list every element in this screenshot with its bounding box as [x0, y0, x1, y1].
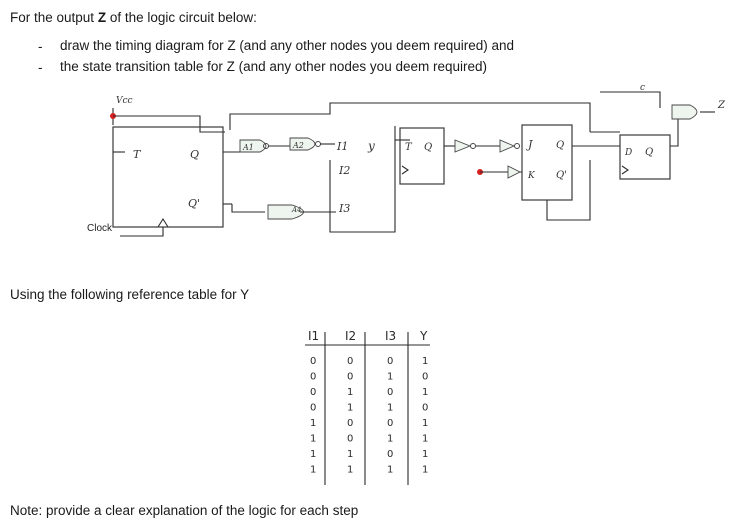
table-cell: 1: [347, 403, 353, 414]
bullet-item-1: draw the timing diagram for Z (and any o…: [60, 38, 514, 53]
ff1-q-label: Q: [190, 148, 199, 161]
wire-ff4-out: [670, 118, 679, 147]
ff4-clock-tri: [621, 165, 629, 175]
reference-heading: Using the following reference table for …: [10, 287, 250, 302]
ff3-qbar-label: Q': [556, 170, 567, 181]
table-cell: 1: [310, 434, 316, 445]
buffer-2-bubble: [514, 143, 520, 149]
ff3-j-label: J: [526, 138, 533, 151]
table-cell: 1: [347, 449, 353, 460]
table-cell: 0: [347, 372, 353, 383]
table-cell: 0: [387, 356, 393, 367]
ff2-t-label: T: [405, 142, 413, 153]
ff3-feedback: [546, 160, 591, 221]
table-body: 0 0 0 1 0 0 1 0 0 1 0 1 0 1 1 0 1 0 0 1 1 0 1 1 1 1 0 1 1 1 1 1: [310, 356, 428, 476]
table-cell: 1: [422, 465, 428, 476]
table-cell: 1: [387, 372, 393, 383]
table-cell: 1: [422, 387, 428, 398]
table-cell: 0: [422, 403, 428, 414]
buffer-1-bubble: [470, 143, 476, 149]
ff2-clock-tri: [401, 165, 409, 175]
table-cell: 1: [422, 356, 428, 367]
ff4-d-label: D: [624, 148, 632, 158]
table-cell: 0: [310, 372, 316, 383]
buffer-gate-3: [507, 165, 522, 179]
clock-label: Clock: [87, 223, 113, 234]
table-cell: 0: [347, 418, 353, 429]
gate-a4: [267, 204, 304, 220]
table-cell: 0: [347, 356, 353, 367]
wire-c-input: [600, 91, 661, 108]
vcc-label: Vcc: [116, 96, 133, 106]
table-cell: 1: [422, 434, 428, 445]
table-cell: 0: [387, 387, 393, 398]
table-grid: [305, 332, 430, 485]
table-cell: 0: [387, 449, 393, 460]
buffer-gate-2: [499, 139, 516, 153]
y-block-outline: [329, 126, 396, 233]
table-cell: 1: [310, 449, 316, 460]
table-cell: 0: [310, 356, 316, 367]
table-cell: 1: [347, 387, 353, 398]
table-cell: 0: [310, 387, 316, 398]
table-cell: 1: [387, 434, 393, 445]
table-header-cell: I2: [345, 329, 356, 343]
input-i2-label: I2: [338, 164, 350, 177]
ff1-qbar-label: Q': [188, 197, 200, 210]
ff2-box: [399, 127, 445, 185]
ff3-q-label: Q: [556, 140, 564, 151]
table-cell: 0: [422, 372, 428, 383]
ff4-q-label: Q: [645, 147, 653, 158]
table-cell: 1: [387, 403, 393, 414]
wire-qbar-a4: [231, 204, 265, 213]
vcc-top-wire: [113, 115, 225, 133]
gate-a2: [289, 137, 316, 151]
table-header-cell: I1: [308, 329, 319, 343]
feedback-rail: [229, 102, 591, 132]
input-i3-label: I3: [338, 202, 350, 215]
table-header-cell: I3: [385, 329, 396, 343]
clock-wire: [120, 227, 164, 237]
table-cell: 0: [310, 403, 316, 414]
gate-a4-label: A4: [291, 206, 302, 214]
c-label: c: [640, 83, 645, 93]
output-z-label: Z: [717, 100, 726, 111]
table-cell: 1: [310, 418, 316, 429]
question-suffix: of the logic circuit below:: [106, 10, 257, 25]
table-cell: 1: [310, 465, 316, 476]
table-cell: 1: [422, 418, 428, 429]
table-cell: 1: [422, 449, 428, 460]
clock-triangle: [157, 217, 169, 228]
table-cell: 1: [347, 465, 353, 476]
gate-a1: [239, 139, 267, 153]
output-y-label: y: [367, 139, 375, 153]
ff1-t-label: T: [133, 148, 142, 161]
table-header: I1 I2 I3 Y: [308, 329, 428, 343]
bullet-item-2: the state transition table for Z (and an…: [60, 59, 487, 74]
bullet-marker-1: -: [38, 39, 43, 54]
table-cell: 0: [347, 434, 353, 445]
gate-a5: [671, 104, 698, 120]
table-cell: 0: [387, 418, 393, 429]
output-name: Z: [97, 10, 107, 25]
question-title: For the output Z of the logic circuit be…: [10, 10, 257, 25]
bullet-marker-2: -: [38, 60, 43, 75]
gate-a1-label: A1: [242, 143, 254, 152]
ff4-box: [619, 134, 671, 180]
note-text: Note: provide a clear explanation of the…: [10, 503, 359, 518]
table-cell: 1: [387, 465, 393, 476]
ff3-k-label: K: [527, 171, 536, 181]
table-header-cell: Y: [419, 329, 428, 343]
ff2-q-label: Q: [424, 142, 432, 153]
input-i1-label: I1: [336, 140, 348, 153]
gate-a2-label: A2: [292, 141, 304, 150]
buffer-gate-1: [454, 139, 472, 153]
question-prefix: For the output: [10, 10, 98, 25]
